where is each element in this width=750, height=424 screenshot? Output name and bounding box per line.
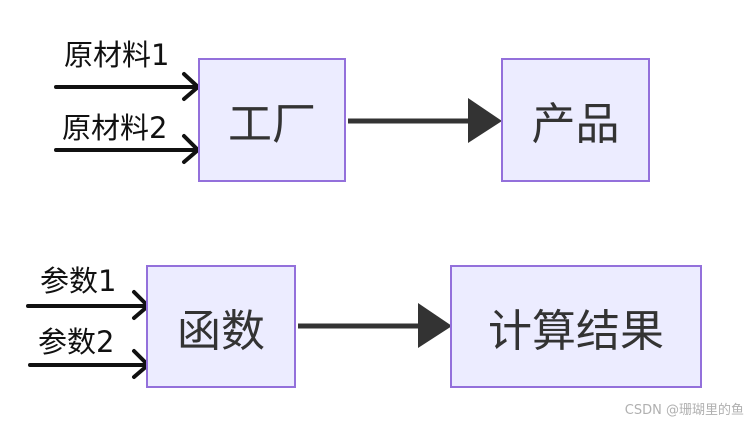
process-node-function: 函数 — [146, 265, 296, 388]
output-node-result: 计算结果 — [450, 265, 702, 388]
output-node-product: 产品 — [501, 58, 650, 182]
input-arrow-1a — [54, 72, 200, 101]
input-label-1a: 原材料1 — [64, 38, 170, 72]
input-label-2b: 参数2 — [38, 325, 115, 359]
input-label-2a: 参数1 — [40, 264, 117, 298]
connector-arrowhead-1 — [468, 98, 502, 143]
input-label-1b: 原材料2 — [62, 111, 168, 145]
watermark-text: CSDN @珊瑚里的鱼 — [624, 403, 744, 418]
process-node-factory: 工厂 — [198, 58, 346, 182]
connector-arrowhead-2 — [418, 303, 452, 348]
